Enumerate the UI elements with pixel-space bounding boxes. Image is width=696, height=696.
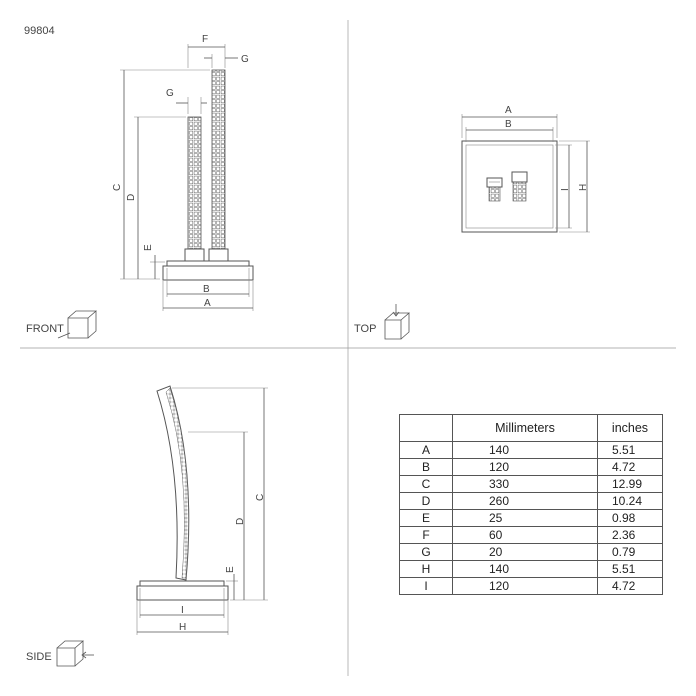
row-label: C <box>399 475 453 493</box>
front-cube-icon <box>57 310 98 339</box>
side-view: C D E I H SIDE <box>26 385 268 667</box>
dim-label-g-top: G <box>241 54 249 65</box>
row-in: 2.36 <box>597 526 663 544</box>
row-in: 5.51 <box>597 441 663 459</box>
product-code: 99804 <box>24 25 55 37</box>
row-label: A <box>399 441 453 459</box>
row-label: E <box>399 509 453 527</box>
row-in: 4.72 <box>597 577 663 595</box>
front-right-column <box>211 69 226 254</box>
row-label: F <box>399 526 453 544</box>
table-row: B 120 4.72 <box>399 458 663 476</box>
top-dim-label-a: A <box>505 105 512 116</box>
row-mm: 20 <box>452 543 598 561</box>
row-label: D <box>399 492 453 510</box>
side-cube-icon <box>56 640 94 667</box>
front-left-socket <box>184 248 205 263</box>
side-beads <box>165 387 190 579</box>
table-row: H 140 5.51 <box>399 560 663 578</box>
table-header-row: Millimeters inches <box>399 414 663 442</box>
row-label: G <box>399 543 453 561</box>
top-view-label: TOP <box>354 323 376 335</box>
row-mm: 330 <box>452 475 598 493</box>
row-in: 0.98 <box>597 509 663 527</box>
table-row: F 60 2.36 <box>399 526 663 544</box>
top-dim-label-b: B <box>505 119 512 130</box>
row-mm: 120 <box>452 577 598 595</box>
dim-label-c: C <box>112 184 123 191</box>
dim-label-b: B <box>203 284 210 295</box>
side-dim-label-e: E <box>225 566 236 573</box>
table-row: E 25 0.98 <box>399 509 663 527</box>
table-header-millimeters: Millimeters <box>452 414 598 442</box>
top-left-column <box>486 177 503 202</box>
top-right-column <box>511 171 528 202</box>
table-row: C 330 12.99 <box>399 475 663 493</box>
dim-label-d: D <box>126 194 137 201</box>
front-left-column <box>187 116 202 254</box>
row-label: B <box>399 458 453 476</box>
row-in: 12.99 <box>597 475 663 493</box>
table-row: I 120 4.72 <box>399 577 663 595</box>
row-in: 5.51 <box>597 560 663 578</box>
front-right-socket <box>208 248 229 263</box>
side-dim-label-h: H <box>179 622 186 633</box>
dim-label-a: A <box>204 298 211 309</box>
top-view: A B I H TOP <box>354 105 590 340</box>
row-in: 10.24 <box>597 492 663 510</box>
side-dim-label-c: C <box>255 494 266 501</box>
top-cube-icon <box>384 304 411 340</box>
row-mm: 140 <box>452 560 598 578</box>
front-view: F G G C D E B A FRONT <box>26 34 254 339</box>
front-view-label: FRONT <box>26 323 64 335</box>
row-label: H <box>399 560 453 578</box>
top-dim-label-i: I <box>560 188 571 191</box>
row-mm: 25 <box>452 509 598 527</box>
dimensions-table: Millimeters inches A 140 5.51 B 120 4.72… <box>399 414 663 595</box>
side-dim-label-i: I <box>181 605 184 616</box>
side-view-label: SIDE <box>26 651 52 663</box>
table-row: G 20 0.79 <box>399 543 663 561</box>
top-base-inner <box>465 144 554 229</box>
table-header-inches: inches <box>597 414 663 442</box>
top-dim-label-h: H <box>578 184 589 191</box>
dim-label-f: F <box>202 34 208 45</box>
row-mm: 120 <box>452 458 598 476</box>
row-mm: 140 <box>452 441 598 459</box>
row-mm: 60 <box>452 526 598 544</box>
table-row: D 260 10.24 <box>399 492 663 510</box>
table-row: A 140 5.51 <box>399 441 663 459</box>
table-header-cell <box>399 414 453 442</box>
row-in: 0.79 <box>597 543 663 561</box>
row-label: I <box>399 577 453 595</box>
row-in: 4.72 <box>597 458 663 476</box>
side-base <box>136 585 229 601</box>
side-dim-label-d: D <box>235 518 246 525</box>
top-base-outer <box>461 140 558 233</box>
dim-label-e: E <box>143 244 154 251</box>
dim-label-g-left: G <box>166 88 174 99</box>
front-base <box>162 265 254 281</box>
row-mm: 260 <box>452 492 598 510</box>
